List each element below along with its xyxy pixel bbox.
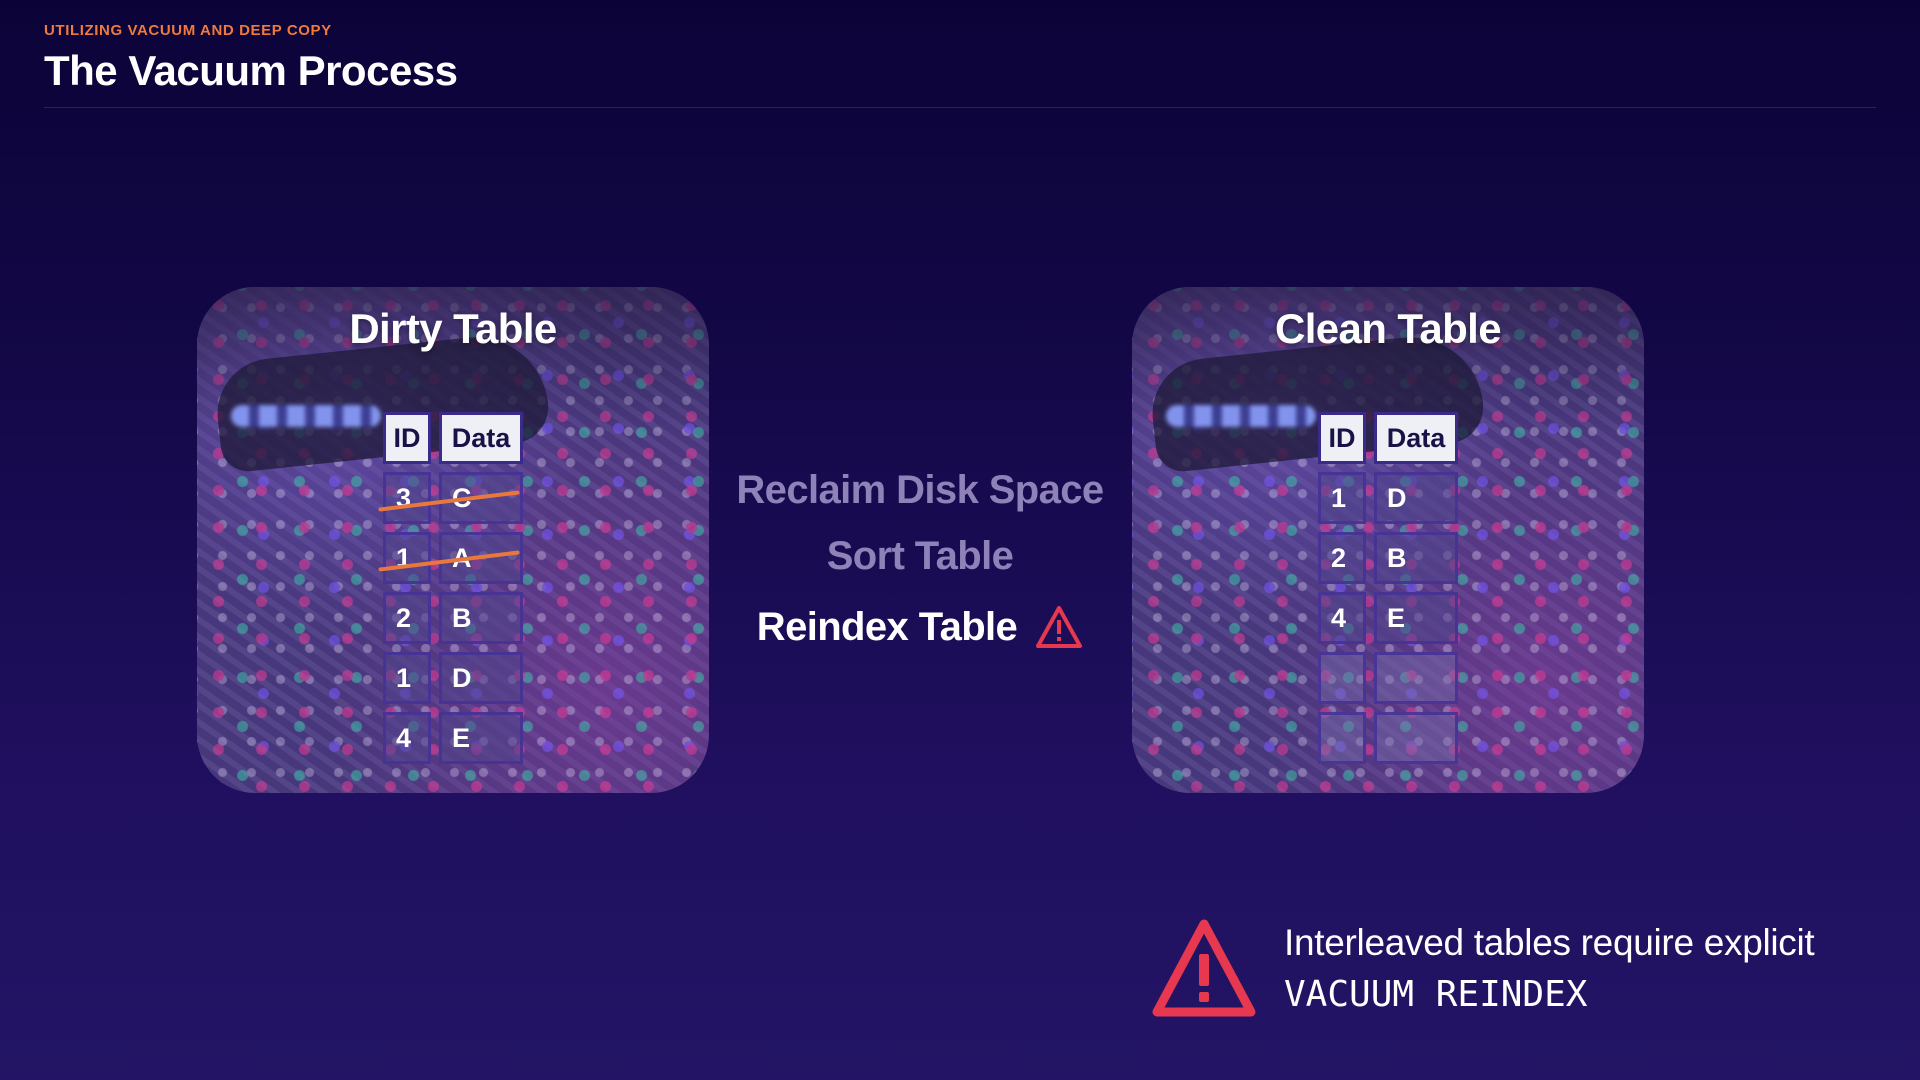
slide-header: UTILIZING VACUUM AND DEEP COPY The Vacuu…	[44, 22, 458, 95]
step-reindex-label: Reindex Table	[756, 605, 1018, 649]
table-cell-id: 1	[383, 652, 431, 704]
callout-command: VACUUM REINDEX	[1284, 973, 1588, 1015]
table-cell-id: 2	[1318, 532, 1366, 584]
clean-table-grid: ID Data 1 D 2 B 4 E	[1318, 412, 1458, 764]
clean-table-card: Clean Table ID Data 1 D 2 B 4 E	[1132, 287, 1644, 793]
table-cell-data: B	[439, 592, 523, 644]
section-kicker: UTILIZING VACUUM AND DEEP COPY	[44, 22, 332, 39]
table-cell-data: B	[1374, 532, 1458, 584]
callout-text: Interleaved tables require explicit VACU…	[1284, 921, 1815, 1015]
table-cell-empty	[1318, 712, 1366, 764]
column-header-data: Data	[1374, 412, 1458, 464]
warning-icon	[1152, 919, 1256, 1017]
table-cell-data: E	[439, 712, 523, 764]
callout-message: Interleaved tables require explicit	[1284, 921, 1815, 963]
table-cell-id: 3	[378, 472, 520, 524]
table-cell-id: 4	[1318, 592, 1366, 644]
clean-table-title: Clean Table	[1274, 305, 1502, 352]
table-cell-id: 2	[383, 592, 431, 644]
step-sort-table: Sort Table	[826, 534, 1014, 578]
step-reclaim-disk-space: Reclaim Disk Space	[736, 468, 1104, 512]
dirty-table-title: Dirty Table	[349, 305, 557, 352]
column-header-id: ID	[1318, 412, 1366, 464]
table-cell-data: E	[1374, 592, 1458, 644]
page-title: The Vacuum Process	[44, 47, 458, 94]
dirty-table-grid: ID Data 3 C 1 A 2 B 1 D 4 E	[378, 412, 523, 764]
table-cell-data: D	[1374, 472, 1458, 524]
vacuum-steps: Reclaim Disk Space Sort Table Reindex Ta…	[700, 462, 1140, 660]
column-header-data: Data	[439, 412, 523, 464]
warning-icon	[1036, 606, 1083, 648]
table-cell-id: 1	[378, 532, 520, 584]
step-reindex-table: Reindex Table	[700, 594, 1140, 660]
table-cell-data: D	[439, 652, 523, 704]
table-cell-empty	[1318, 652, 1366, 704]
table-cell-id: 1	[1318, 472, 1366, 524]
table-cell-empty	[1374, 712, 1458, 764]
table-cell-empty	[1374, 652, 1458, 704]
table-cell-id: 4	[383, 712, 431, 764]
vacuum-lights	[231, 405, 381, 427]
column-header-id: ID	[383, 412, 431, 464]
interleaved-callout: Interleaved tables require explicit VACU…	[1150, 916, 1815, 1020]
vacuum-lights	[1166, 405, 1316, 427]
header-divider	[44, 107, 1876, 108]
dirty-table-card: Dirty Table ID Data 3 C 1 A 2 B 1 D 4 E	[197, 287, 709, 793]
